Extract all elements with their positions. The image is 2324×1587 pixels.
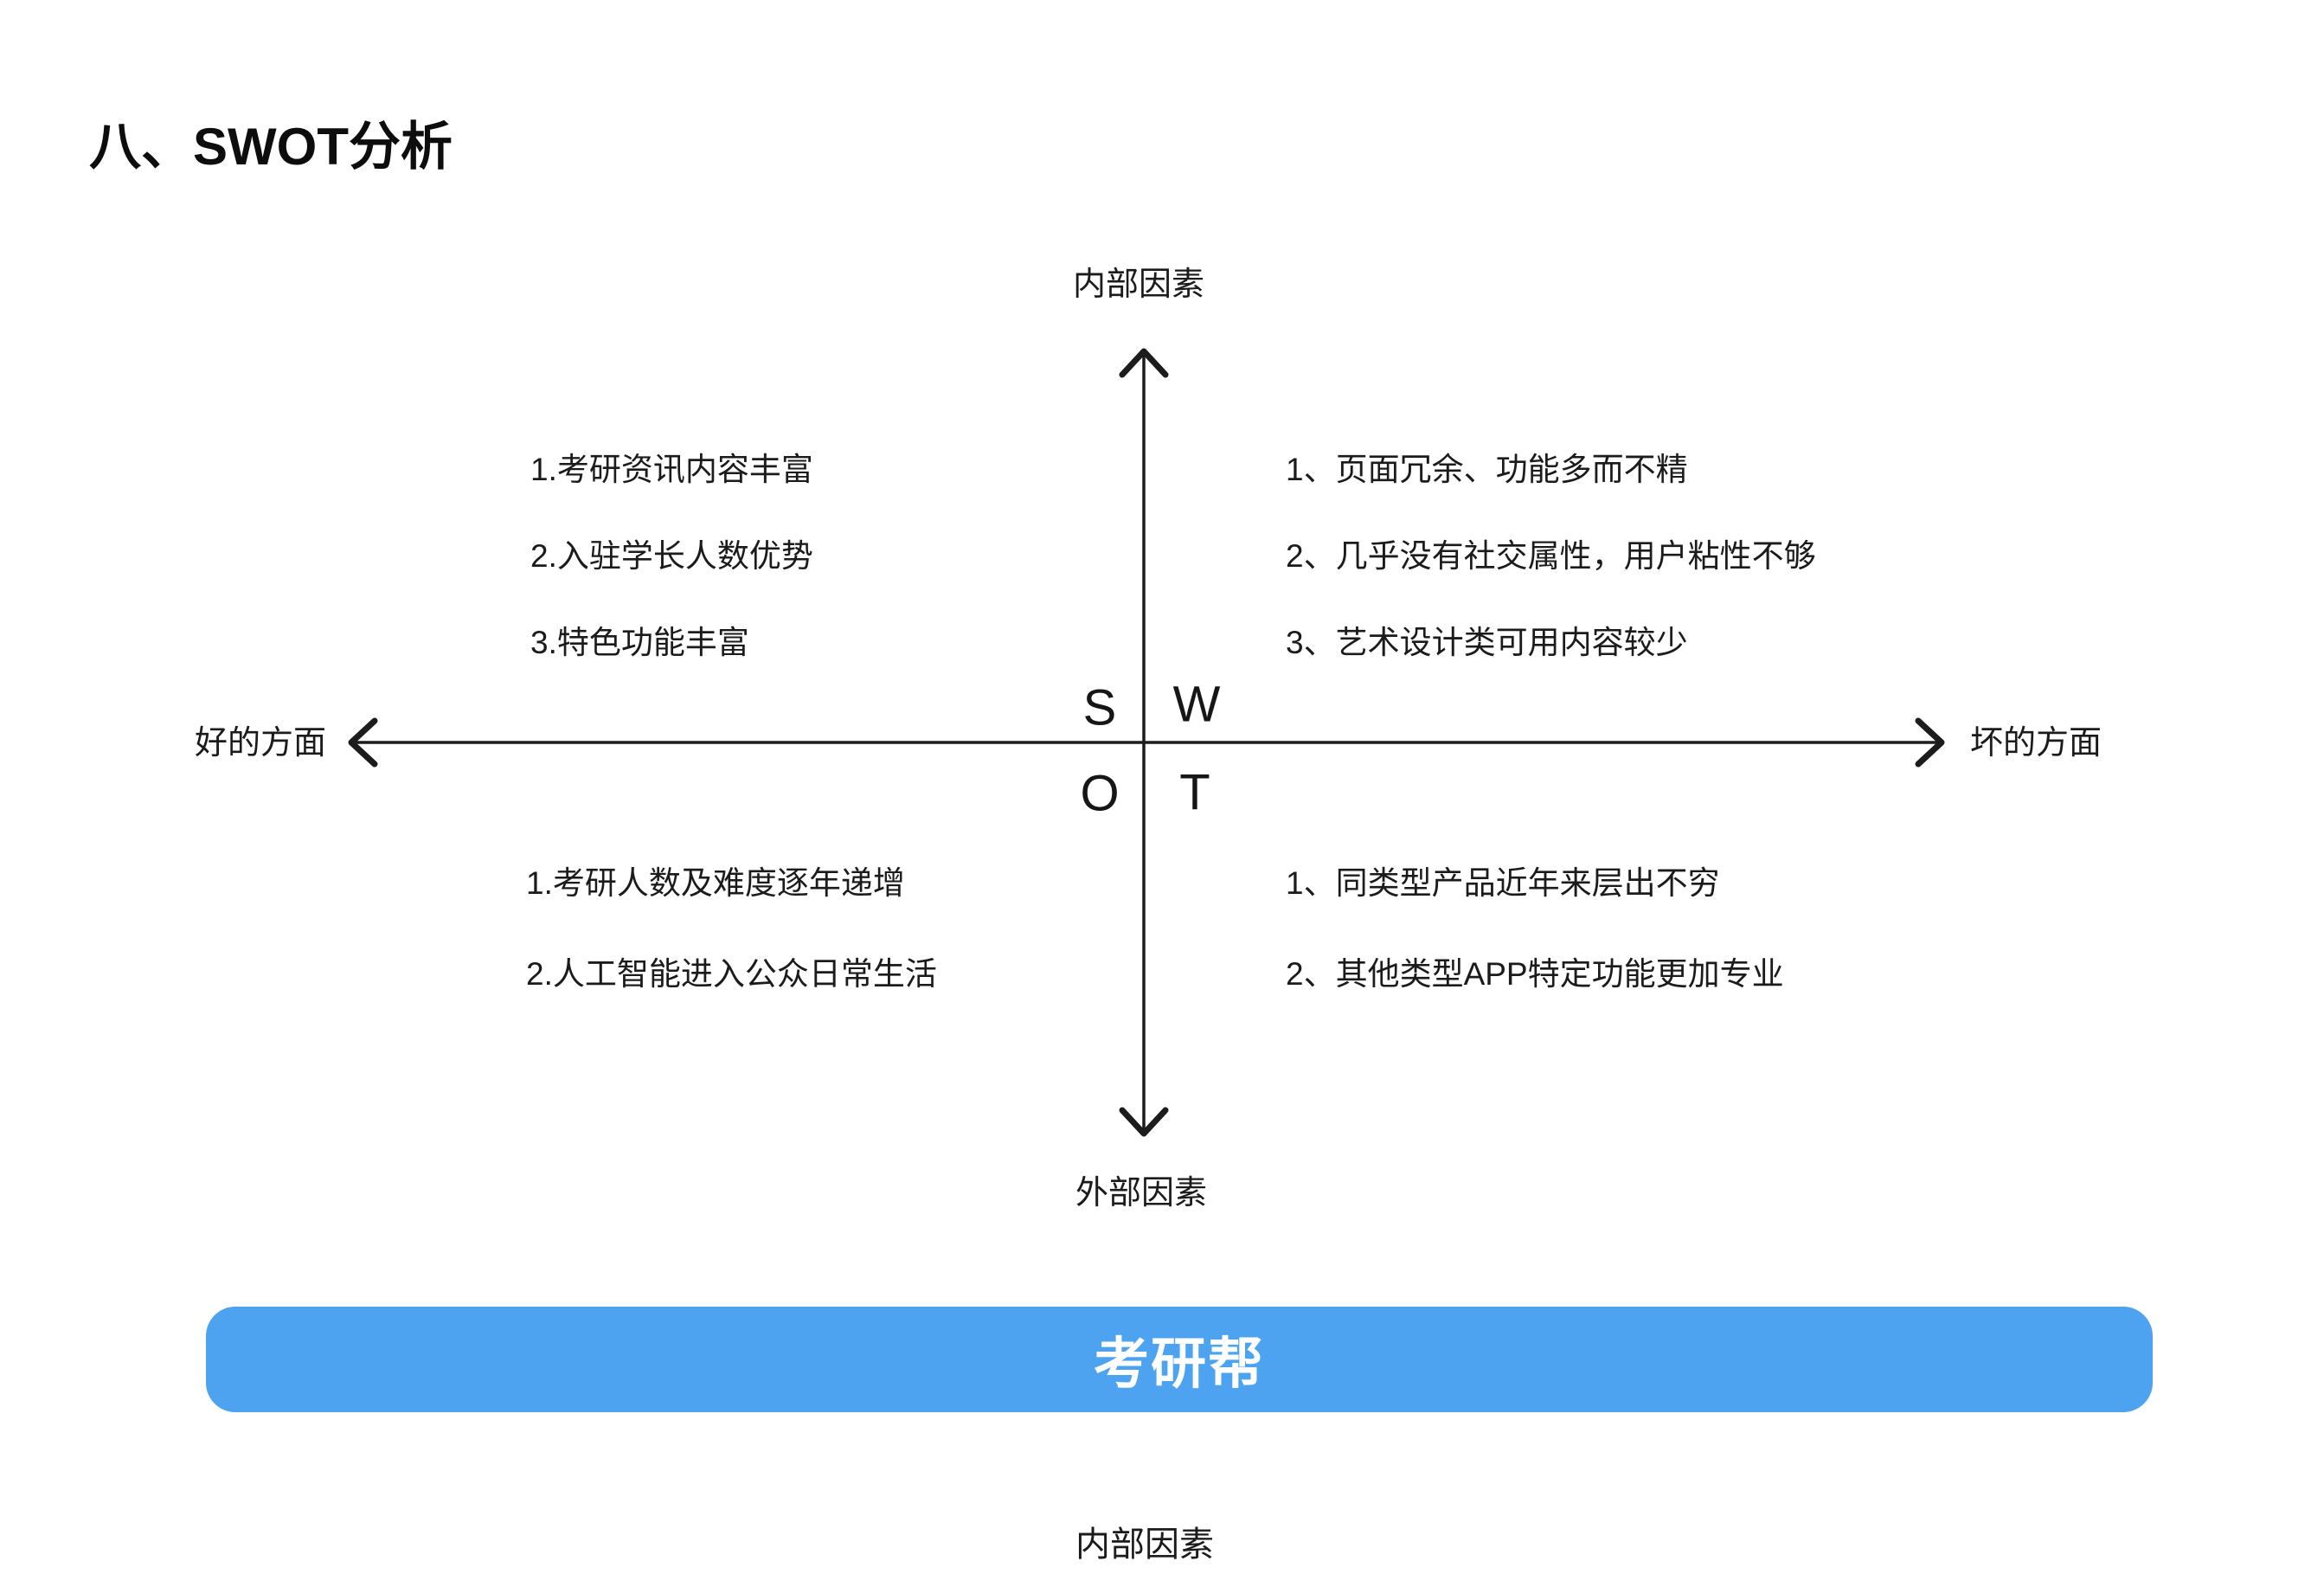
strengths-item: 3.特色功能丰富 xyxy=(530,625,749,660)
strengths-item: 1.考研资讯内容丰富 xyxy=(530,452,813,487)
swot-letter-s: S xyxy=(1082,679,1117,736)
threats-item: 1、同类型产品近年来层出不穷 xyxy=(1286,865,1720,901)
weaknesses-item: 3、艺术设计类可用内容较少 xyxy=(1286,625,1688,660)
strengths-list: 1.考研资讯内容丰富 2.入驻学长人数优势 3.特色功能丰富 xyxy=(530,453,813,659)
threats-item: 2、其他类型APP特定功能更加专业 xyxy=(1286,956,1784,992)
weaknesses-item: 1、页面冗余、功能多而不精 xyxy=(1286,452,1688,487)
opportunities-item: 2.人工智能进入公众日常生活 xyxy=(526,956,937,992)
opportunities-item: 1.考研人数及难度逐年递增 xyxy=(526,865,905,901)
weaknesses-item: 2、几乎没有社交属性，用户粘性不够 xyxy=(1286,538,1816,574)
strengths-item: 2.入驻学长人数优势 xyxy=(530,538,813,574)
bottom-axis-label: 外部因素 xyxy=(1075,1175,1208,1211)
next-section-label: 内部因素 xyxy=(1075,1526,1214,1564)
up-arrowhead-icon xyxy=(1119,348,1169,378)
swot-letter-t: T xyxy=(1179,764,1210,821)
app-banner: 考研帮 xyxy=(206,1307,2153,1412)
banner-label: 考研帮 xyxy=(1094,1333,1265,1395)
down-arrowhead-icon xyxy=(1119,1107,1169,1137)
right-axis-label: 坏的方面 xyxy=(1970,725,2103,761)
page-title: 八、SWOT分析 xyxy=(89,118,453,176)
left-arrowhead-icon xyxy=(348,717,378,768)
left-axis-label: 好的方面 xyxy=(195,725,327,761)
right-arrowhead-icon xyxy=(1915,717,1945,768)
threats-list: 1、同类型产品近年来层出不穷 2、其他类型APP特定功能更加专业 xyxy=(1286,867,1784,991)
weaknesses-list: 1、页面冗余、功能多而不精 2、几乎没有社交属性，用户粘性不够 3、艺术设计类可… xyxy=(1286,453,1816,659)
swot-letter-o: O xyxy=(1080,765,1120,822)
swot-letter-w: W xyxy=(1172,676,1221,733)
top-axis-label: 内部因素 xyxy=(1073,267,1205,303)
opportunities-list: 1.考研人数及难度逐年递增 2.人工智能进入公众日常生活 xyxy=(526,867,937,991)
